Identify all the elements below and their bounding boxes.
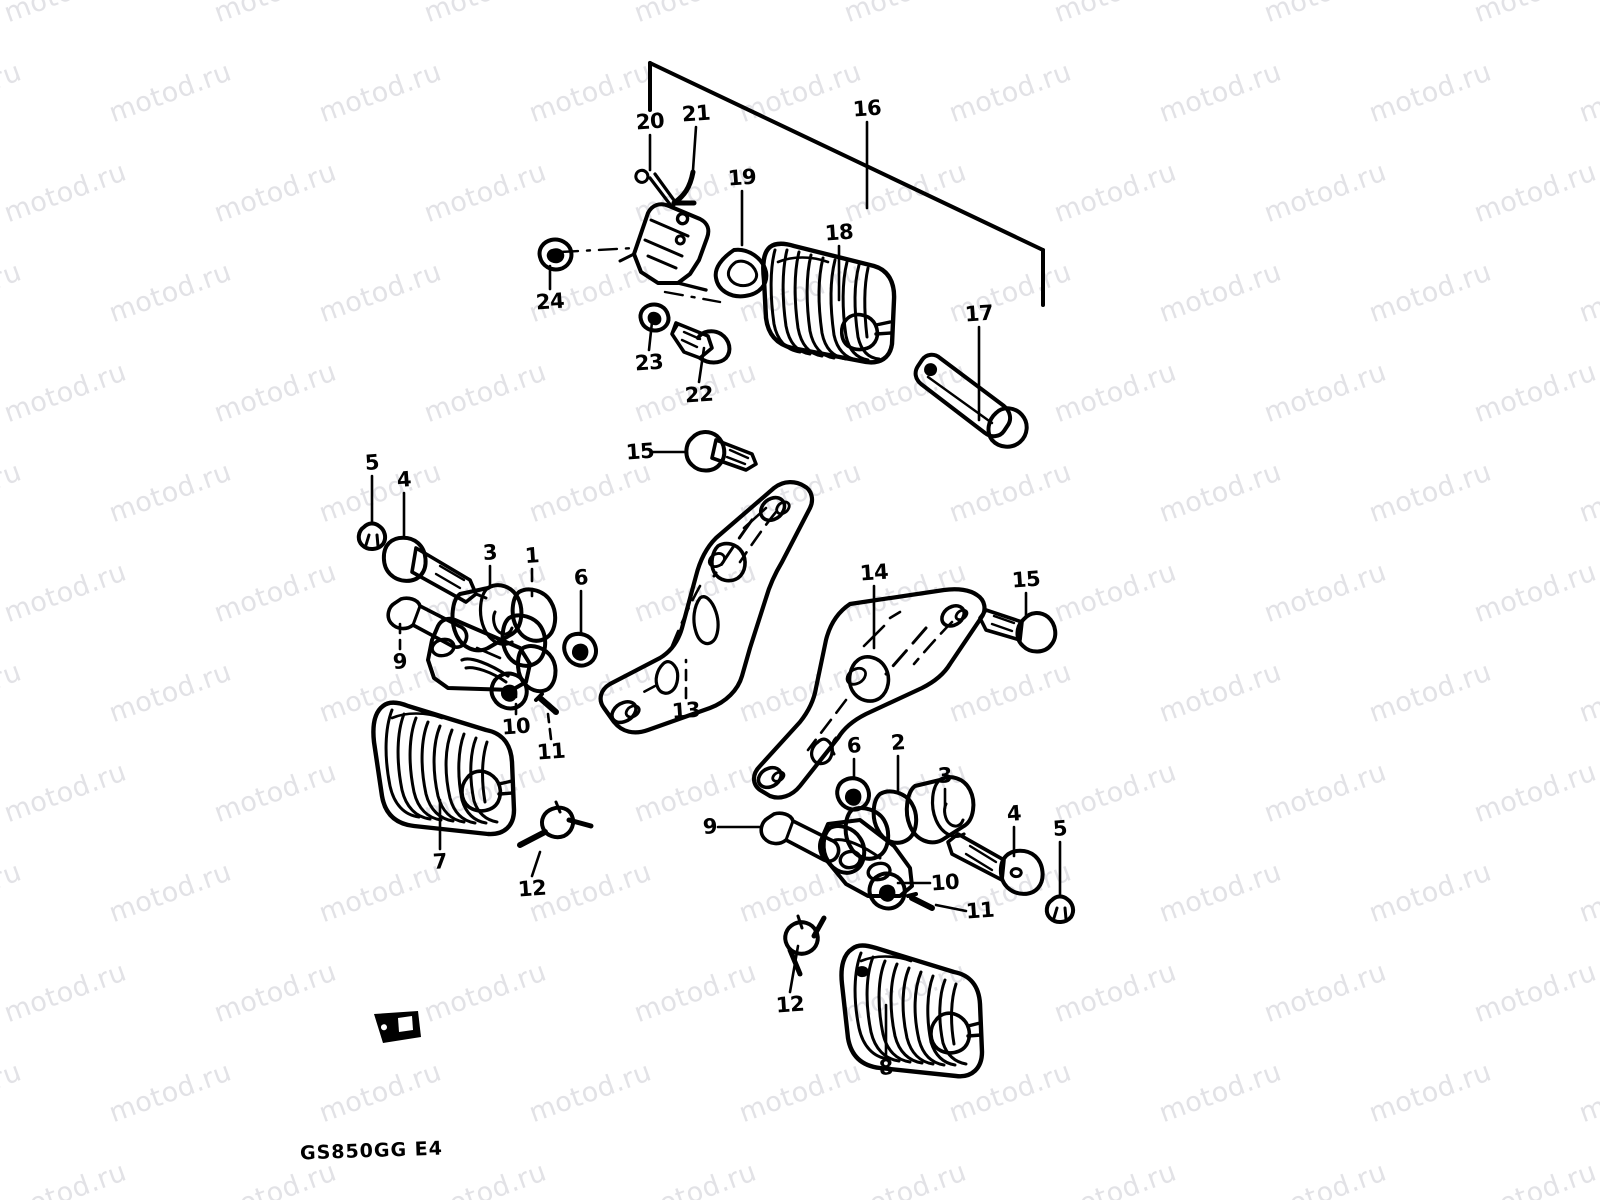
part-10-washer-left [489,671,529,711]
leader-lines-left [370,450,688,878]
part-23-washer [638,302,671,333]
part-18-footrest-rubber [761,241,897,365]
part-8-footrest-rubber-right [839,943,985,1079]
group-bracket-16 [648,61,1045,307]
alignment-lines-upper [558,246,722,304]
part-9-pin-left [386,596,469,649]
part-4-pivot-bolt-left [381,535,488,604]
part-19-plate [713,247,769,299]
part-15-bolt-right [978,608,1058,654]
part-11-split-pin-right [906,892,935,911]
part-11-split-pin-left [534,692,559,715]
part-5-cotter-pin-left [356,521,388,551]
part-3-bushing-right [904,775,976,845]
part-6-washer-left [562,631,598,668]
part-21-spring [671,169,697,206]
part-4-pivot-bolt-right [946,832,1045,896]
part-12-spring-clip-right [783,914,827,977]
part-6-washer-right [835,776,871,812]
part-17-pivot-pin [913,352,1029,449]
part-15-bolt-middle [684,430,758,473]
part-9-pin-right [759,811,841,863]
part-13-footrest-bracket-left [598,480,815,735]
part-12-spring-clip-left [517,800,594,848]
leader-lines-right [716,584,1062,1057]
part-5-cotter-pin-right [1044,894,1076,924]
part-10-washer-right [867,871,907,911]
part-7-footrest-rubber-left [371,700,517,837]
part-24-washer [537,237,574,272]
scan-artifact-holes [380,1016,413,1032]
part-22-bolt [670,321,732,365]
part-20-cotter-pin [634,168,678,209]
part-14-footrest-bracket-right [751,587,987,800]
upper-footrest-bracket [618,202,711,292]
